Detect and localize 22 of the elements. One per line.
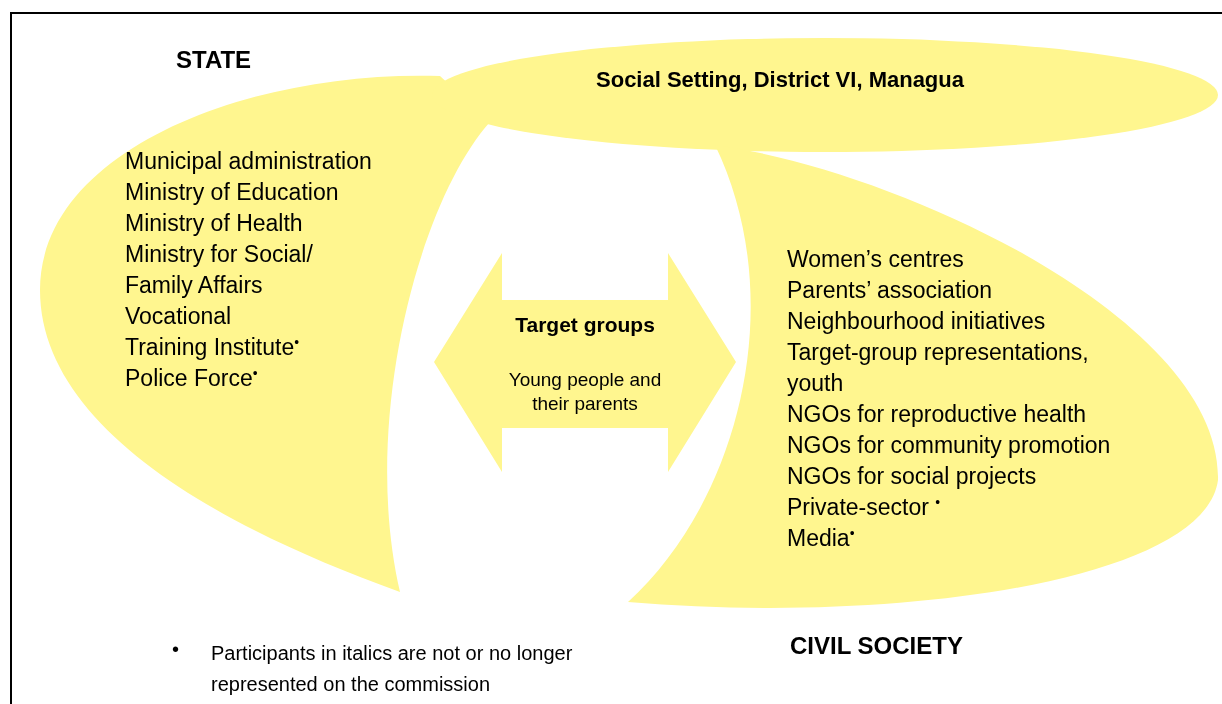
list-item: Municipal administration: [125, 147, 373, 176]
list-item: Vocational Training Institute$^{•}$: [125, 302, 301, 362]
list-item: Women’s centres: [787, 245, 965, 274]
group-heading: CIVIL SOCIETY: [790, 631, 964, 661]
list-item: Target-group representations, youth: [787, 338, 1090, 398]
footnote-text: Participants in italics are not or no longer represented on the commission: [211, 641, 574, 697]
list-item: Neighbourhood initiatives: [787, 307, 1047, 336]
list-item: Media$^{•}$: [787, 524, 856, 553]
shape-text: Young people and their parents: [507, 368, 663, 416]
group-heading: Target groups: [514, 312, 656, 338]
group-heading: Social Setting, District VI, Managua: [595, 66, 965, 94]
list-item: Parents’ association: [787, 276, 993, 305]
list-item: NGOs for community promotion: [787, 431, 1112, 460]
list-item: Police Force$^{•}$: [125, 364, 259, 393]
list-item: NGOs for reproductive health: [787, 400, 1088, 429]
list-item: Ministry of Education: [125, 178, 340, 207]
footnote-bullet: •: [172, 637, 180, 662]
list-item: NGOs for social projects: [787, 462, 1038, 491]
group-heading: STATE: [176, 45, 253, 75]
list-item: Private-sector $^{•}$: [787, 493, 942, 522]
list-item: Ministry of Health: [125, 209, 304, 238]
list-item: Ministry for Social/ Family Affairs: [125, 240, 314, 300]
